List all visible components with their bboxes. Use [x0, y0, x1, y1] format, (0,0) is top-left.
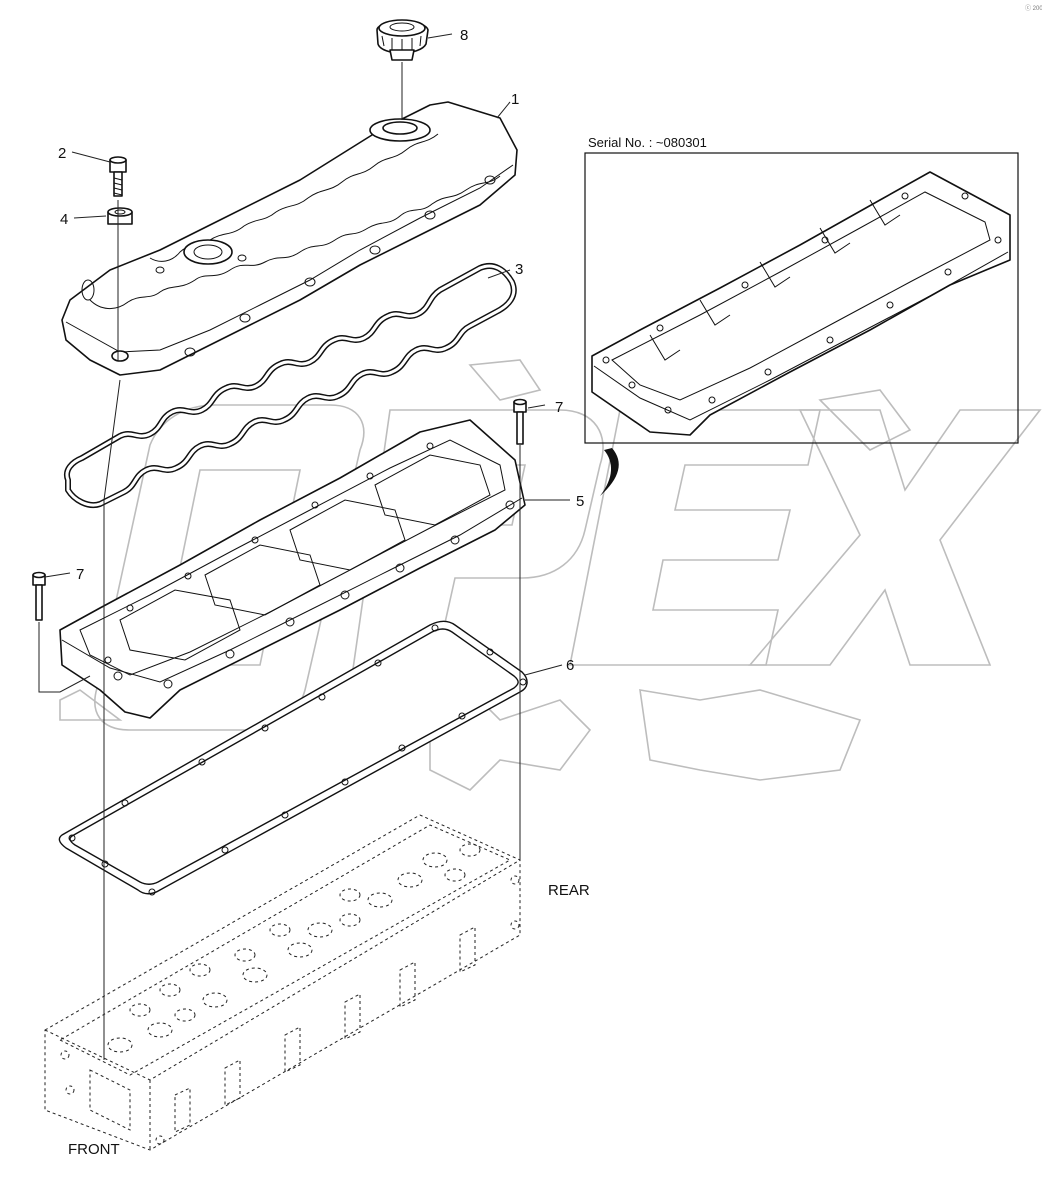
bolt-2 — [109, 156, 127, 197]
inset-frame — [584, 152, 1019, 444]
serial-number-text: Serial No. : ~080301 — [588, 135, 707, 150]
corner-mark: ⓒ 2009 — [1025, 4, 1042, 12]
spacer-frame — [59, 419, 526, 719]
inset-arrow — [600, 448, 619, 496]
callout-3: 3 — [515, 261, 523, 278]
callout-4: 4 — [60, 211, 68, 228]
callout-2: 2 — [58, 145, 66, 162]
callout-5: 5 — [576, 493, 584, 510]
cylinder-head-cover — [61, 101, 518, 376]
callout-6: 6 — [566, 657, 574, 674]
grommet-4 — [107, 207, 133, 225]
serial-inset: Serial No. : ~080301 — [584, 135, 1019, 496]
cylinder-head — [44, 814, 521, 1151]
cover-gasket — [64, 262, 517, 508]
callout-8: 8 — [460, 27, 468, 44]
assembly-lines — [38, 62, 521, 1060]
oil-filler-cap — [376, 19, 429, 61]
callout-7-right: 7 — [555, 399, 563, 416]
bolt-7-right — [513, 398, 527, 445]
bolt-7-left — [32, 571, 46, 621]
callout-7-left: 7 — [76, 566, 84, 583]
callout-1: 1 — [511, 91, 519, 108]
front-label: FRONT — [68, 1141, 120, 1158]
watermark-opex — [59, 359, 1042, 791]
leader-lines — [44, 33, 570, 676]
frame-gasket — [58, 620, 528, 896]
rear-label: REAR — [548, 882, 590, 899]
